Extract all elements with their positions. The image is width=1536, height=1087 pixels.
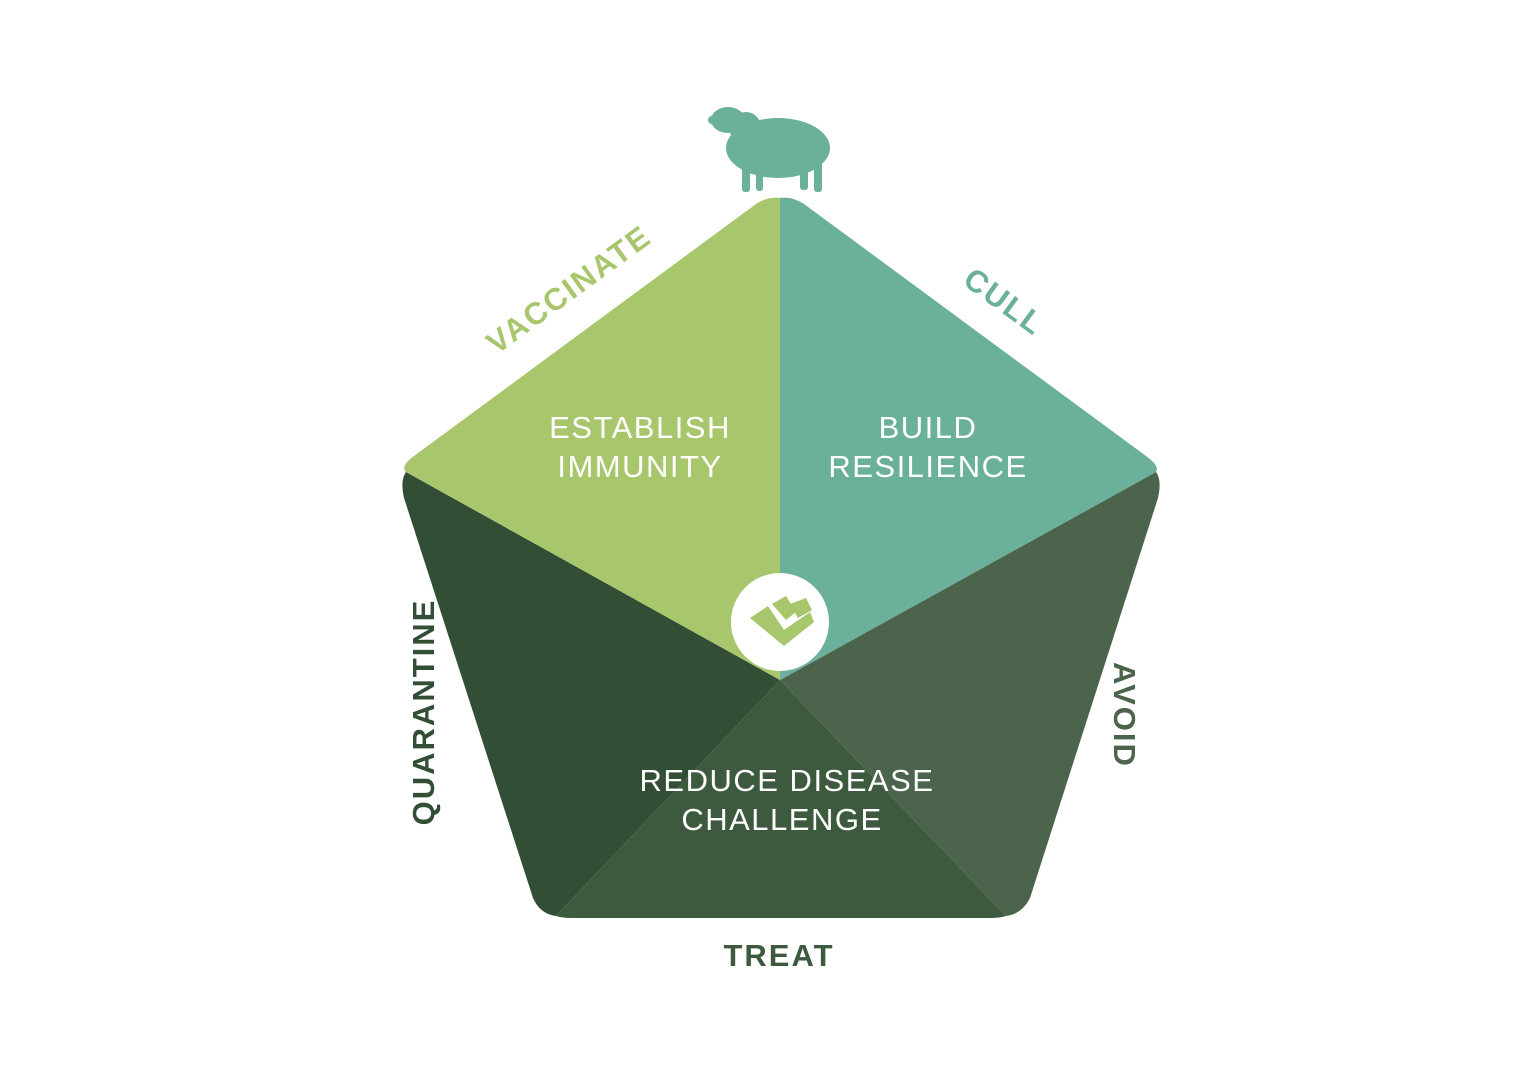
segment-avoid-side: [780, 472, 1160, 916]
segment-quarantine-side: [402, 472, 780, 916]
edge-label-avoid: AVOID: [1107, 662, 1142, 768]
segment-build-resilience: [780, 197, 1157, 680]
edge-label-quarantine: QUARANTINE: [406, 599, 441, 826]
challenge-label-line1: REDUCE DISEASE: [640, 763, 935, 798]
sheep-icon: [708, 107, 830, 192]
challenge-label-line2: CHALLENGE: [681, 802, 882, 837]
immunity-label-line2: IMMUNITY: [557, 449, 722, 484]
resilience-label-line2: RESILIENCE: [828, 449, 1027, 484]
edge-label-treat: TREAT: [723, 938, 834, 973]
leaf-logo-icon: [731, 573, 829, 671]
resilience-label-line1: BUILD: [879, 410, 978, 445]
immunity-label-line1: ESTABLISH: [549, 410, 731, 445]
segment-establish-immunity: [404, 197, 780, 680]
segment-treat-side: [556, 680, 1006, 918]
